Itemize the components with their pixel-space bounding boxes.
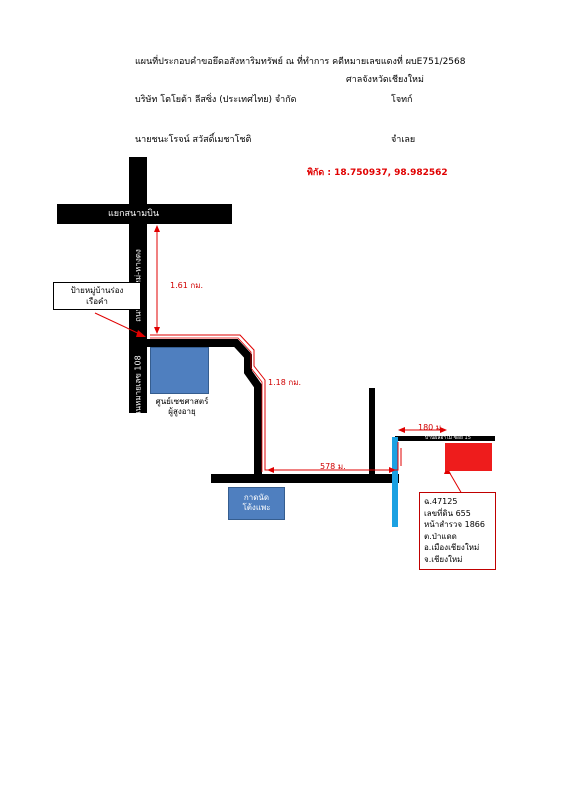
distance-label-3: 578 ม. (320, 462, 346, 471)
sign-pointer (94, 312, 145, 337)
document-title: แผนที่ประกอบคำขอยึดอสังหาริมทรัพย์ ณ ที่… (135, 57, 466, 67)
distance-label-4: 180 ม. (418, 423, 444, 432)
dim-arrow-1a (154, 225, 160, 232)
market-line1: กาดนัด (243, 493, 270, 502)
property-info-box: ฉ.47125 เลขที่ดิน 655 หน้าสำรวจ 1866 ต.ป… (419, 492, 496, 570)
road-airport-junction (57, 204, 232, 224)
road-soi (395, 436, 495, 441)
coordinates-text: พิกัด : 18.750937, 98.982562 (307, 168, 448, 178)
market-line2: โต้งแพะ (242, 503, 271, 512)
road-market (211, 474, 399, 483)
property-info-line4: ต.ป่าแดด (424, 531, 457, 541)
landmark-sign-line1: ป้ายหมู่บ้านร่อง (70, 286, 124, 295)
property-info-line1: ฉ.47125 (424, 497, 458, 506)
property-info-line3: หน้าสำรวจ 1866 (424, 520, 485, 529)
road-side-branch (369, 388, 375, 478)
distance-label-2: 1.18 กม. (268, 378, 302, 387)
market-block: กาดนัด โต้งแพะ (228, 487, 285, 520)
science-center-block (150, 347, 209, 394)
sign-pointer-head (136, 330, 146, 337)
landmark-sign-box: ป้ายหมู่บ้านร่อง เรือคำ (53, 282, 141, 310)
junction-label: แยกสนามบิน (108, 209, 160, 219)
canal (392, 437, 398, 527)
road-108-label: ถนนหมายเลข 108 (133, 355, 143, 422)
road-bend (146, 339, 262, 478)
landmark-sign-line2: เรือคำ (86, 297, 108, 306)
dim-arrow-4a (398, 427, 405, 433)
science-center-label: ศูนย์เซชศาสตร์ ผู้สูงอายุ (152, 397, 212, 417)
plaintiff-name: บริษัท โตโยต้า ลีสซิ่ง (ประเทศไทย) จำกัด (135, 95, 297, 105)
route-line-inner (150, 337, 263, 472)
defendant-name: นายชนะโรจน์ สวัสดิ์เมชาโชติ (135, 135, 252, 145)
plaintiff-role: โจทก์ (391, 95, 413, 105)
science-center-line2: ผู้สูงอายุ (168, 407, 196, 416)
defendant-role: จำเลย (391, 135, 416, 145)
dim-arrow-1b (154, 327, 160, 334)
property-info-line6: จ.เชียงใหม่ (424, 554, 463, 564)
dim-arrow-3b (389, 467, 396, 473)
property-marker (445, 443, 492, 471)
dim-arrow-4b (440, 427, 447, 433)
soi-label: บ้านผลอาไม้ ซอย 15 (425, 435, 471, 441)
science-center-line1: ศูนย์เซชศาสตร์ (155, 397, 209, 406)
distance-label-1: 1.61 กม. (170, 281, 204, 290)
property-info-line2: เลขที่ดิน 655 (424, 508, 471, 518)
property-info-line5: อ.เมืองเชียงใหม่ (424, 543, 480, 552)
court-name: ศาลจังหวัดเชียงใหม่ (346, 75, 424, 85)
dim-arrow-3a (267, 467, 274, 473)
